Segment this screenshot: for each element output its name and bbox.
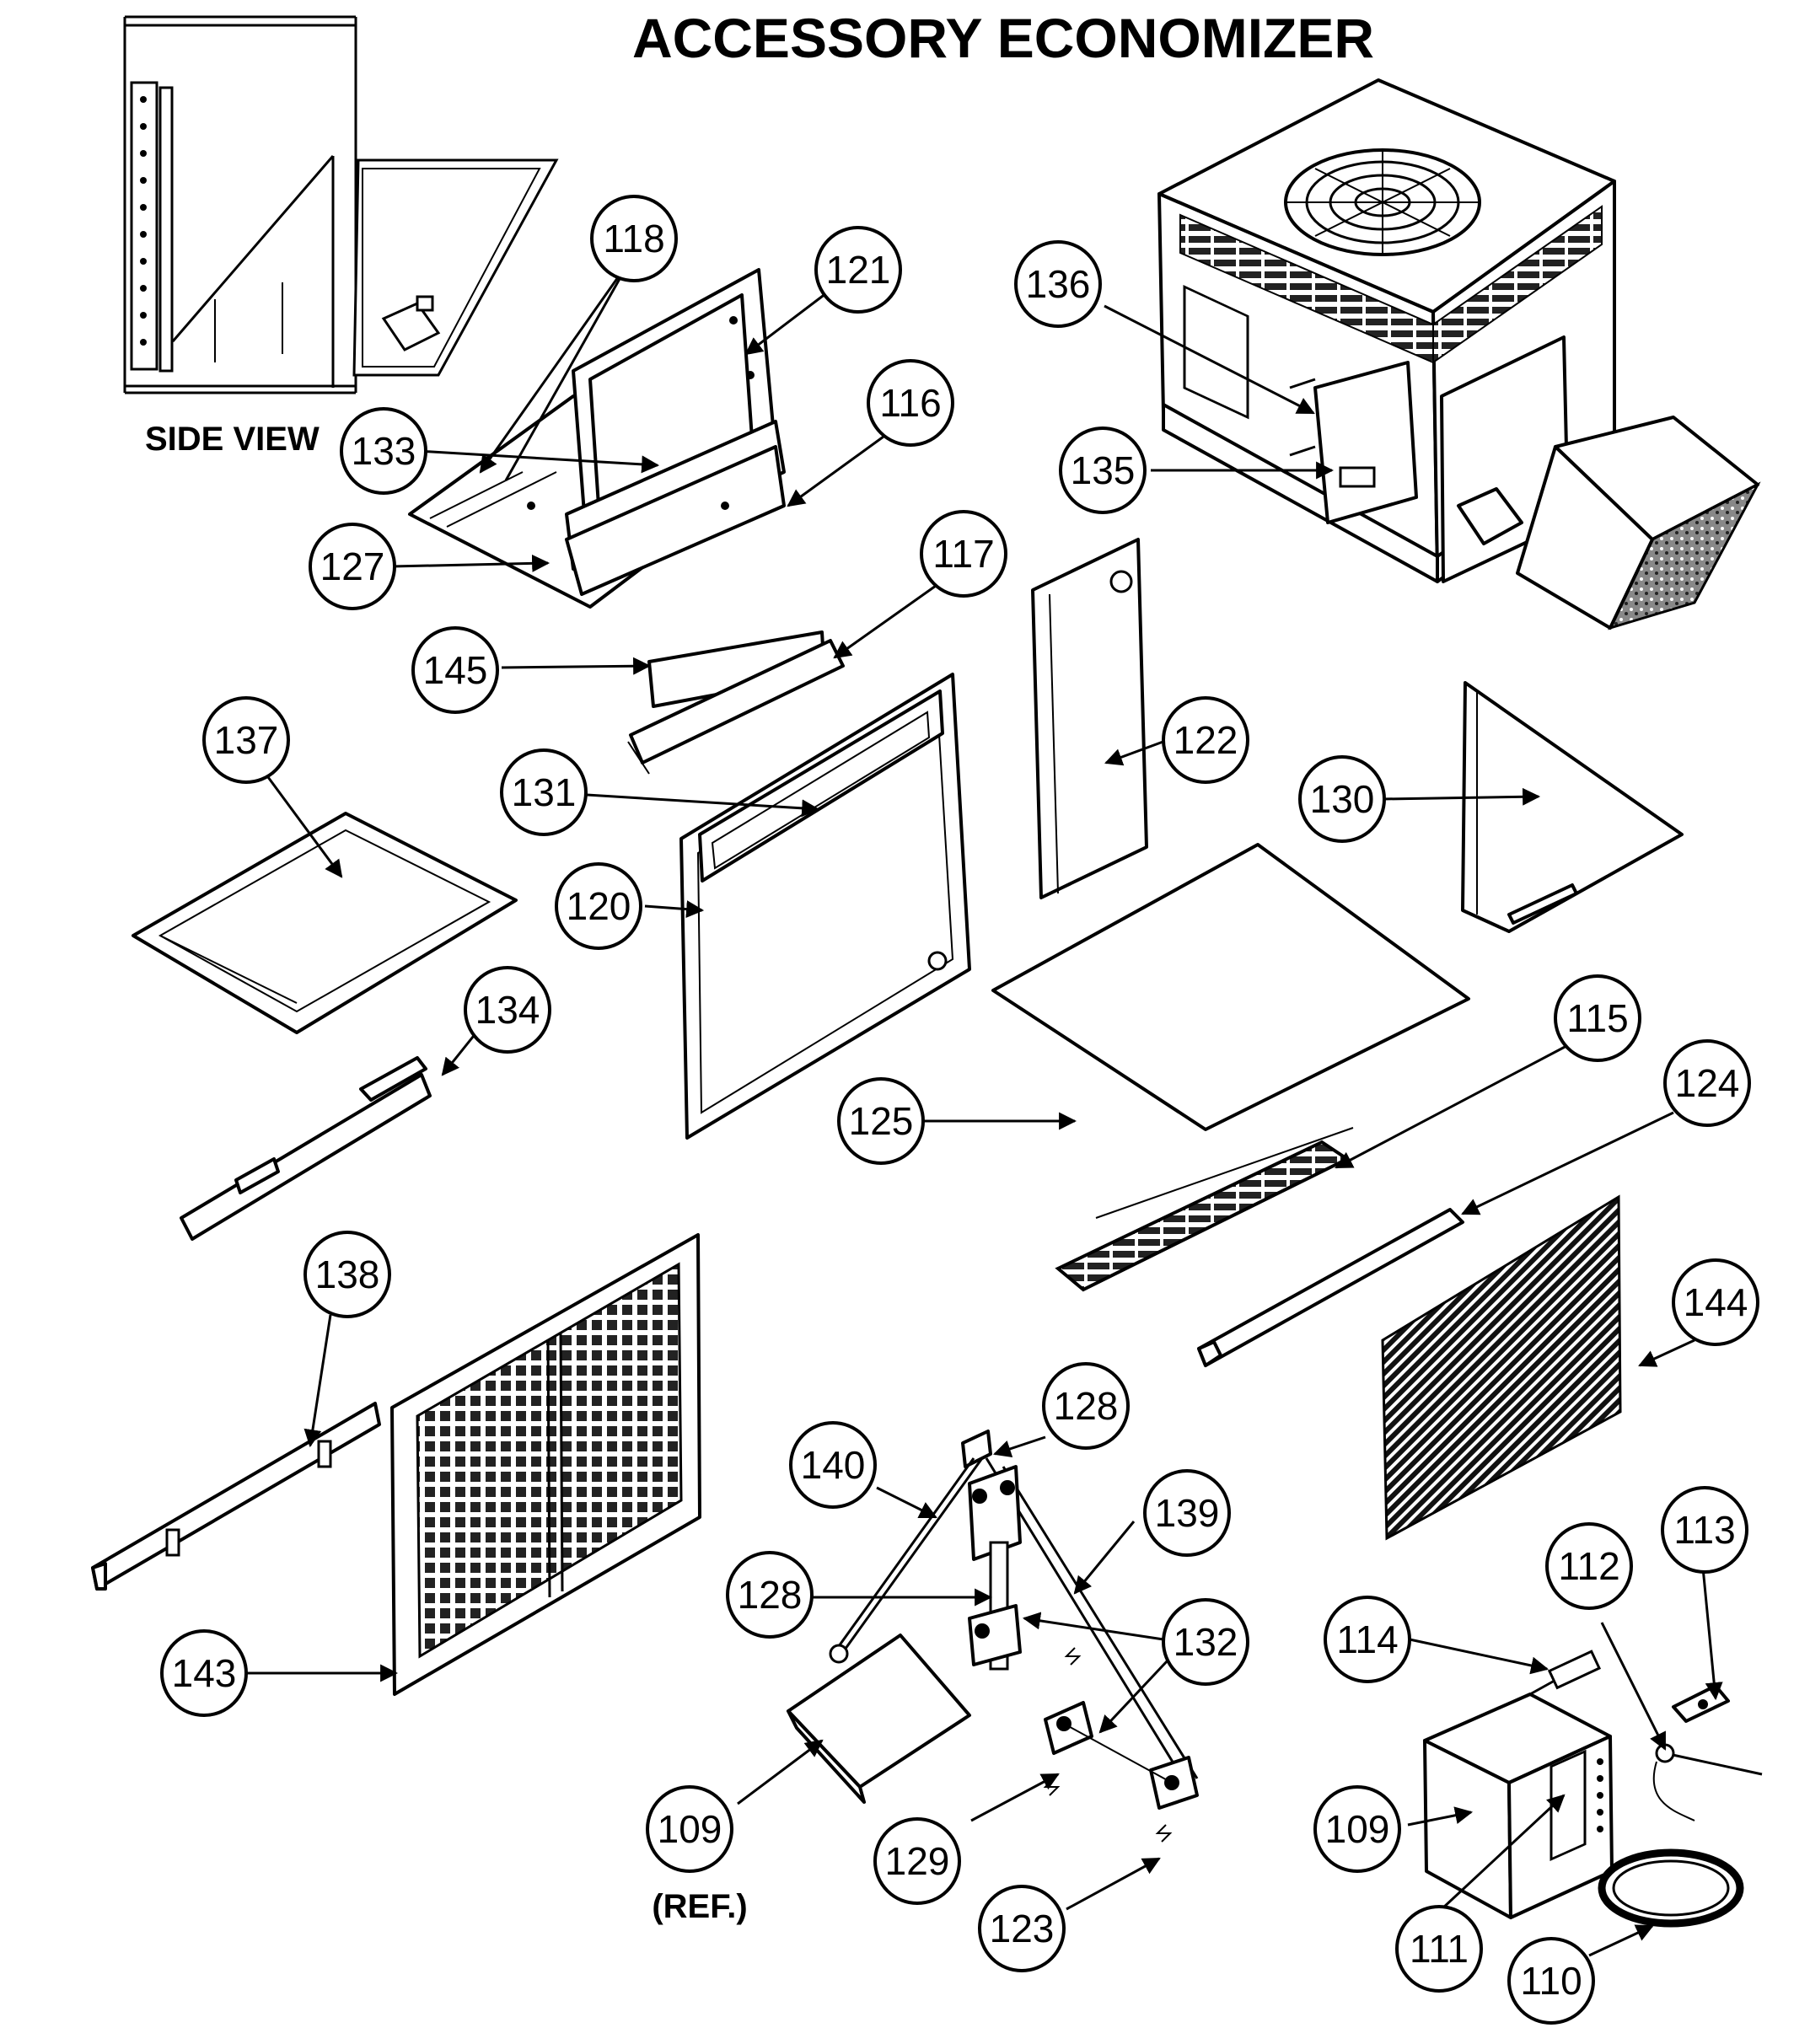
callout-138: 138	[303, 1231, 391, 1318]
svg-text:138: 138	[315, 1253, 380, 1296]
svg-text:120: 120	[567, 884, 631, 928]
svg-text:114: 114	[1336, 1617, 1398, 1661]
rooftop-unit-drawing	[1157, 78, 1761, 630]
svg-text:121: 121	[826, 248, 891, 292]
svg-text:123: 123	[990, 1907, 1055, 1950]
svg-text:144: 144	[1684, 1280, 1748, 1324]
callout-121: 121	[814, 226, 902, 314]
part-120-shape	[679, 673, 971, 1140]
ref-label: (REF.)	[652, 1888, 747, 1925]
part-138-shape	[91, 1402, 381, 1591]
svg-text:143: 143	[172, 1651, 237, 1695]
svg-text:122: 122	[1174, 718, 1238, 762]
callout-110: 110	[1507, 1937, 1595, 2025]
svg-text:116: 116	[879, 381, 941, 425]
callout-133: 133	[340, 407, 427, 495]
svg-text:124: 124	[1675, 1061, 1740, 1105]
callout-111: 111	[1395, 1905, 1483, 1993]
part-137-shape	[132, 812, 518, 1034]
callout-137: 137	[202, 696, 290, 784]
svg-text:109: 109	[658, 1807, 722, 1851]
svg-text:127: 127	[320, 545, 385, 588]
svg-text:129: 129	[885, 1839, 950, 1883]
svg-text:132: 132	[1174, 1620, 1238, 1664]
callout-117: 117	[920, 510, 1007, 598]
svg-text:117: 117	[932, 532, 994, 576]
callout-132: 132	[1162, 1598, 1249, 1686]
svg-text:133: 133	[352, 429, 416, 473]
callout-143: 143	[160, 1629, 248, 1717]
svg-text:110: 110	[1520, 1959, 1582, 2003]
part-144-shape	[1381, 1194, 1622, 1541]
callout-127: 127	[309, 523, 396, 610]
svg-text:134: 134	[475, 988, 540, 1032]
svg-text:111: 111	[1410, 1927, 1469, 1971]
svg-text:140: 140	[801, 1443, 866, 1487]
part-109-ref-shape	[787, 1634, 971, 1789]
diagram-title: ACCESSORY ECONOMIZER	[632, 7, 1374, 69]
part-134-shape	[180, 1073, 432, 1241]
callout-109-actuator: 109	[1313, 1785, 1401, 1873]
part-130-shape	[1461, 681, 1684, 933]
svg-text:139: 139	[1155, 1491, 1220, 1535]
leader-lines	[246, 271, 1723, 1957]
callout-125: 125	[837, 1077, 925, 1165]
svg-text:125: 125	[849, 1099, 914, 1143]
callout-136: 136	[1014, 240, 1102, 328]
callout-145: 145	[411, 626, 499, 714]
callout-131: 131	[500, 748, 588, 836]
part-125-shape	[991, 843, 1470, 1131]
side-view-drawing	[123, 15, 559, 394]
hood-assembly-drawing	[408, 268, 786, 609]
svg-text:113: 113	[1673, 1508, 1735, 1552]
svg-text:135: 135	[1071, 448, 1136, 492]
callout-114: 114	[1324, 1596, 1411, 1683]
svg-text:118: 118	[603, 217, 664, 260]
callout-113: 113	[1661, 1486, 1748, 1574]
callout-124: 124	[1663, 1039, 1751, 1127]
svg-text:131: 131	[512, 770, 577, 814]
svg-text:115: 115	[1566, 996, 1628, 1040]
callout-116: 116	[867, 359, 954, 447]
callout-128-bottom: 128	[726, 1551, 814, 1639]
svg-text:136: 136	[1026, 262, 1091, 306]
callout-115: 115	[1554, 974, 1641, 1062]
callout-122: 122	[1162, 696, 1249, 784]
actuator-drawing	[1423, 1650, 1763, 1928]
callout-140: 140	[789, 1421, 877, 1509]
callout-118: 118	[590, 195, 678, 282]
callout-129: 129	[873, 1817, 961, 1905]
side-view-label: SIDE VIEW	[145, 421, 320, 458]
svg-text:109: 109	[1325, 1807, 1390, 1851]
callout-123: 123	[978, 1885, 1066, 1972]
callout-112: 112	[1545, 1522, 1633, 1610]
svg-text:112: 112	[1558, 1544, 1619, 1588]
callout-130: 130	[1298, 755, 1386, 843]
svg-text:137: 137	[214, 718, 279, 762]
callout-135: 135	[1059, 427, 1147, 514]
svg-text:128: 128	[1054, 1384, 1119, 1428]
callout-139: 139	[1143, 1469, 1231, 1557]
callout-128-top: 128	[1042, 1362, 1130, 1450]
callout-134: 134	[464, 966, 551, 1054]
callout-109-ref: 109	[646, 1785, 733, 1873]
svg-text:145: 145	[423, 648, 488, 692]
svg-text:128: 128	[738, 1573, 803, 1617]
callout-120: 120	[555, 862, 642, 950]
part-117-shape	[629, 639, 845, 764]
part-122-shape	[1031, 538, 1148, 899]
callout-144: 144	[1672, 1258, 1759, 1346]
linkage-drawing	[833, 1430, 1199, 1843]
svg-text:130: 130	[1310, 777, 1375, 821]
